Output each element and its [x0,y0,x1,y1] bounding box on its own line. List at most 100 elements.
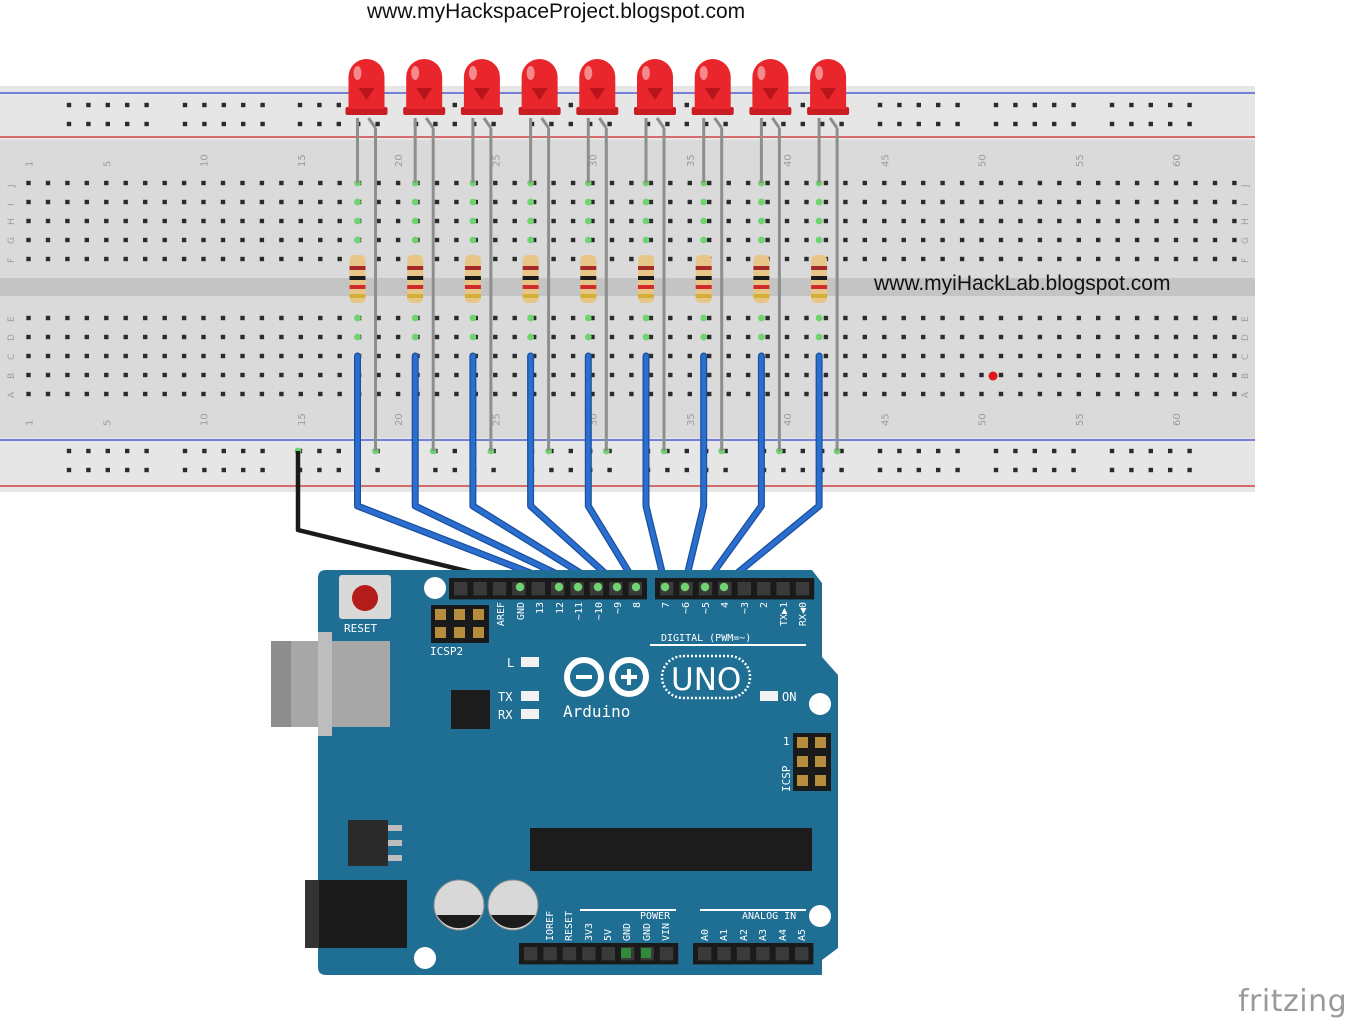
rail-hole [86,448,91,454]
led-body [694,59,731,109]
analog-pin-label: A1 [719,929,730,941]
breadboard-hole [648,391,654,397]
breadboard-hole [512,180,517,186]
rail-hole [684,467,689,473]
digital-pin-pin [492,582,507,596]
breadboard-hole [843,256,848,262]
analog-pin-pin [756,947,770,961]
breadboard-hole [318,391,323,397]
l-led [521,657,539,667]
rail-hole [877,467,883,473]
led-body [752,59,789,109]
breadboard-hole [940,315,945,321]
power-pin-pin [659,947,674,961]
breadboard-hole [84,218,89,224]
breadboard-hole [65,391,70,397]
breadboard-hole [959,180,965,186]
connected-pin [554,582,564,592]
breadboard-hole [298,315,303,321]
column-number: 1 [25,161,36,167]
power-pin-label: 3V3 [584,923,595,941]
resistor-band [464,285,481,289]
tx-led-label: TX [498,690,513,704]
usb-connector-shade [271,641,291,727]
resistor-band [464,276,481,280]
row-letter: D [7,334,17,341]
row-letter: E [1241,316,1251,322]
breadboard-hole [45,237,51,243]
breadboard-hole [1018,237,1023,243]
rail-hole [182,121,188,127]
breadboard-hole [45,391,51,397]
breadboard-hole [940,334,945,340]
resistor-band [811,276,828,280]
row-letter: E [7,316,17,322]
breadboard-hole [1134,256,1140,262]
power-pin-label: IOREF [545,911,556,941]
breadboard-hole [1018,256,1023,262]
icsp-pin [815,775,826,786]
breadboard-hole [512,391,517,397]
breadboard-hole [882,391,887,397]
breadboard-hole [823,372,829,378]
active-hole [354,198,361,206]
power-pin-pin [601,947,615,961]
rail-hole [1013,448,1018,454]
breadboard-hole [395,218,401,224]
breadboard-hole [143,180,148,186]
breadboard-hole [143,237,148,243]
breadboard-hole [162,391,167,397]
breadboard-hole [181,199,187,205]
breadboard-hole [162,180,167,186]
breadboard-hole [998,372,1004,378]
breadboard-hole [143,353,148,359]
breadboard-hole [65,199,70,205]
breadboard-hole [376,180,381,186]
breadboard-hole [1057,353,1062,359]
breadboard-hole [532,199,537,205]
breadboard-hole [434,199,440,205]
analog-pin-pin [775,947,789,961]
column-number: 20 [394,154,405,167]
breadboard-hole [1096,353,1101,359]
breadboard-hole [162,372,167,378]
power-pin-base [519,943,679,965]
rail-hole [144,467,149,473]
breadboard-hole [104,180,109,186]
breadboard-hole [84,353,89,359]
breadboard-hole [901,372,906,378]
breadboard-hole [998,256,1004,262]
breadboard-hole [84,237,89,243]
breadboard-hole [1018,334,1023,340]
breadboard-hole [1076,180,1081,186]
breadboard-hole [1037,334,1043,340]
connected-pin [593,582,603,592]
resistor-band [811,266,828,270]
breadboard-hole [84,372,89,378]
led-die [531,88,548,100]
breadboard-hole [765,218,770,224]
breadboard-hole [959,256,965,262]
breadboard-hole [1018,180,1023,186]
digital-label: DIGITAL (PWM=~) [661,633,751,644]
model-label: UNO [671,662,741,698]
breadboard-hole [1115,391,1120,397]
column-number: 10 [200,413,211,426]
rail-hole [897,102,902,108]
breadboard-hole [921,180,926,186]
breadboard-hole [454,256,459,262]
active-hole [584,333,592,341]
rail-hole [1109,121,1115,127]
breadboard-hole [687,353,692,359]
breadboard-hole [921,218,926,224]
breadboard-hole [609,334,615,340]
breadboard-hole [220,218,226,224]
rail-hole [182,448,188,454]
breadboard-hole [434,372,440,378]
breadboard-hole [434,315,440,321]
led-body [637,59,673,109]
led-body [521,59,558,109]
breadboard-hole [1096,199,1101,205]
regulator-leg [388,825,402,831]
breadboard-hole [376,237,381,243]
